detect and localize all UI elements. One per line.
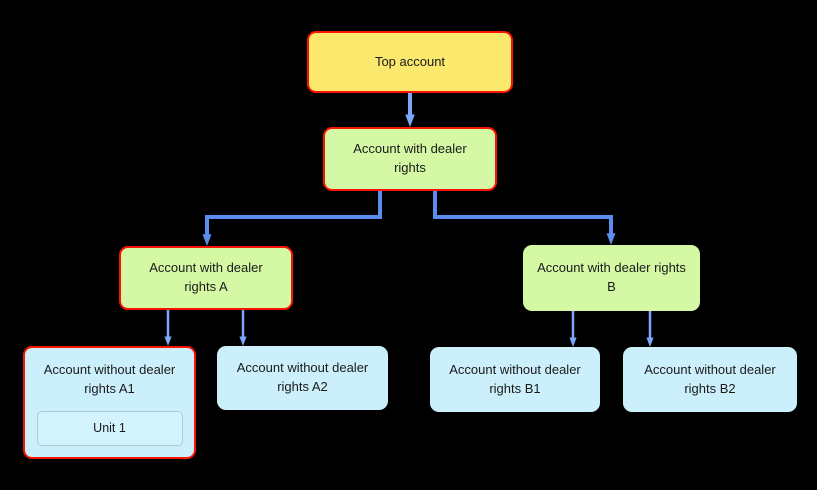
- node-label: Account with dealer rights A: [149, 260, 263, 294]
- node-label: Account with dealer rights B: [537, 260, 686, 294]
- unit-label: Unit 1: [93, 421, 126, 436]
- node-label: Account without dealer rights A2: [236, 360, 369, 394]
- node-account-with-dealer-rights: Account with dealer rights: [323, 127, 497, 191]
- arrow-dealer-to-dealer-a: [202, 191, 382, 246]
- node-label: Account without dealer rights B2: [644, 361, 776, 396]
- node-account-without-dealer-rights-b2: Account without dealer rights B2: [623, 347, 797, 412]
- node-label: Account without dealer rights A1: [43, 361, 176, 396]
- node-account-without-dealer-rights-a1: Account without dealer rights A1 Unit 1: [23, 346, 196, 459]
- node-label: Account with dealer rights: [353, 141, 467, 175]
- node-top-account: Top account: [307, 31, 513, 93]
- node-account-with-dealer-rights-b: Account with dealer rights B: [523, 245, 700, 311]
- node-account-without-dealer-rights-b1: Account without dealer rights B1: [430, 347, 600, 412]
- node-account-without-dealer-rights-a2: Account without dealer rights A2: [217, 346, 388, 410]
- node-label: Account without dealer rights B1: [449, 361, 581, 396]
- node-label: Top account: [374, 53, 446, 69]
- node-account-with-dealer-rights-a: Account with dealer rights A: [119, 246, 293, 310]
- arrow-dealer-to-dealer-b: [433, 191, 616, 245]
- unit-1-chip: Unit 1: [36, 411, 183, 446]
